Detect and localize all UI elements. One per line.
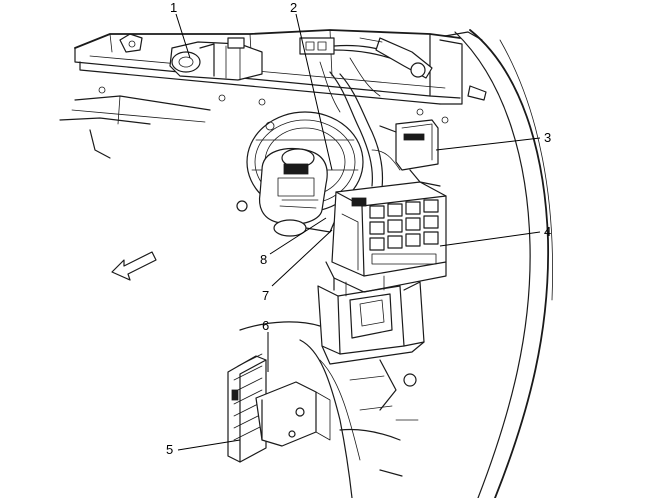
control-module [227,353,267,463]
callout-7: 7 [262,288,269,303]
callout-5: 5 [166,442,173,457]
callout-3: 3 [544,130,551,145]
leader-3 [435,137,541,151]
leader-2 [295,13,333,171]
callout-4: 4 [544,224,551,239]
wiper-motor [119,33,263,81]
cowl-panel [59,29,463,159]
control-module-bracket [255,381,331,447]
wiring-harness [319,57,384,189]
right-fender [444,29,553,498]
leader-1 [175,13,191,59]
leader-4 [439,231,541,247]
leader-7 [271,229,333,287]
callout-1: 1 [170,0,177,15]
leader-lines [175,13,541,451]
brake-fluid-reservoir [236,148,337,237]
callout-6: 6 [262,318,269,333]
fuse-block-bracket [317,275,425,411]
arrow-forward-icon [111,251,157,281]
leader-5 [177,439,241,451]
callout-2: 2 [290,0,297,15]
lower-inner-fender [239,321,419,498]
callout-8: 8 [260,252,267,267]
hood-hinge [359,37,487,101]
callout-labels: 1 2 3 4 5 6 7 8 [166,0,551,457]
underhood-fuse-block [325,181,447,293]
leader-8 [269,217,327,255]
